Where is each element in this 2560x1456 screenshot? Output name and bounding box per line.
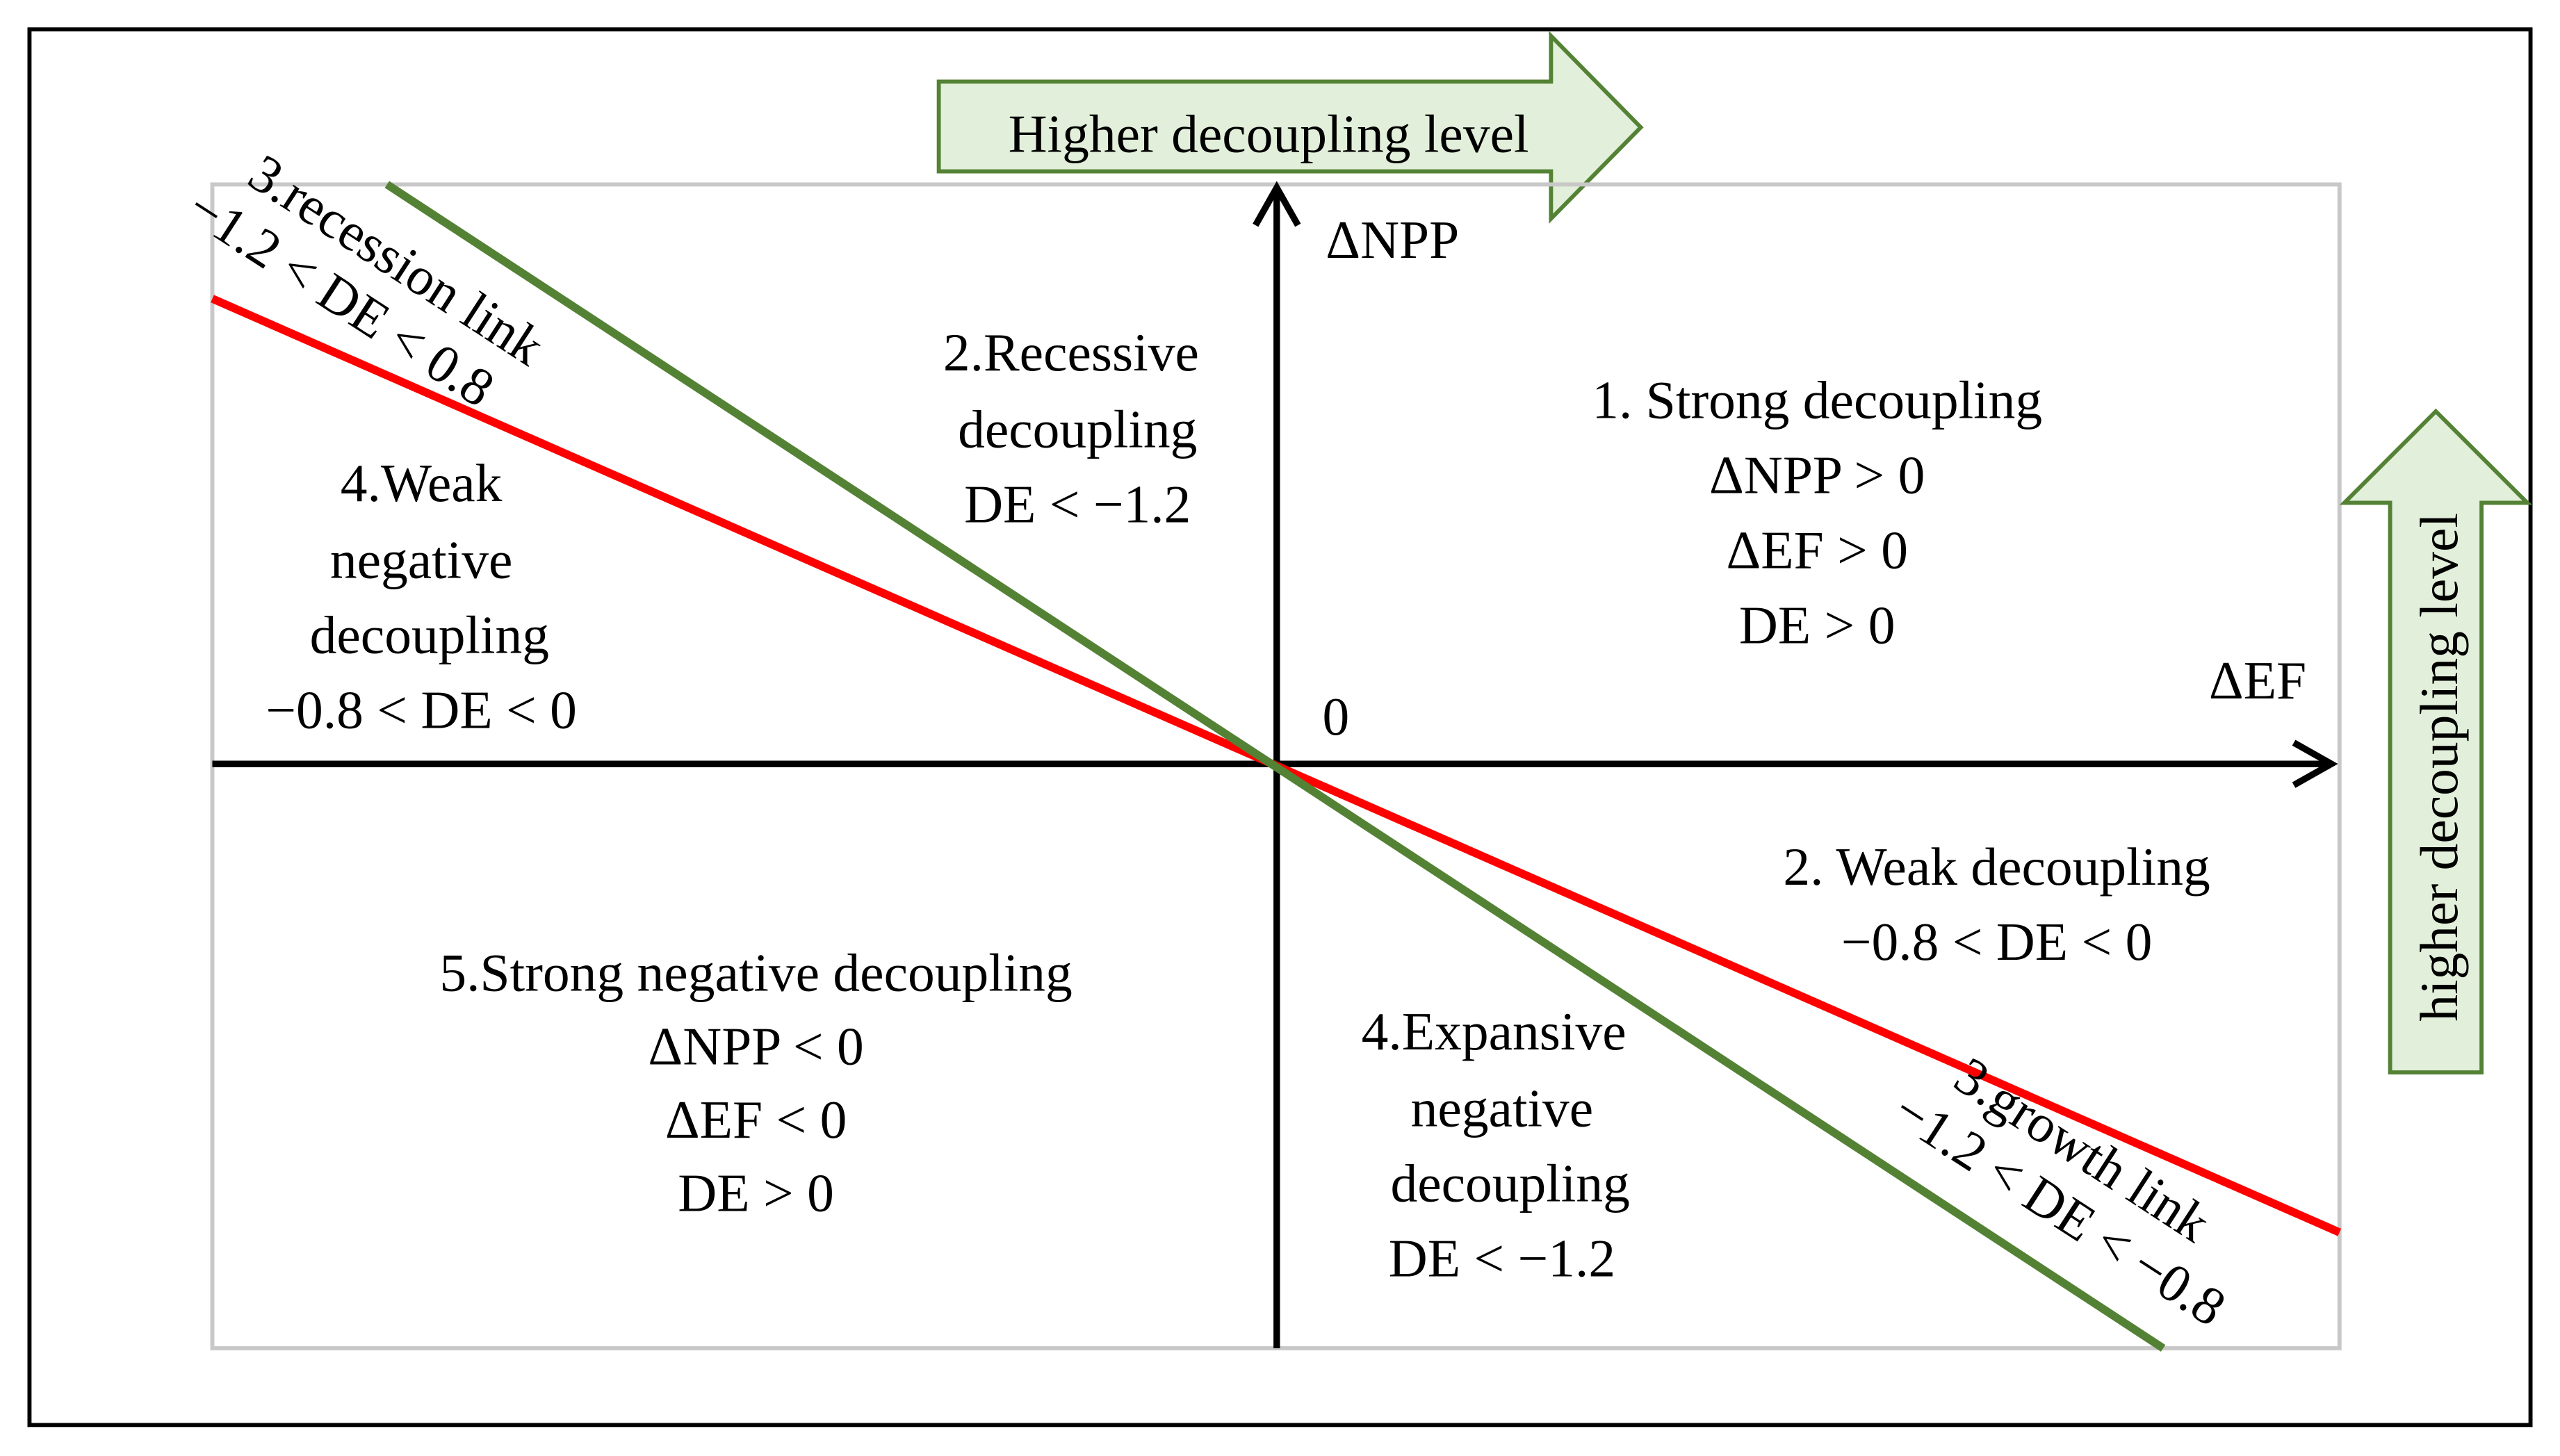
region-label-line: 5.Strong negative decoupling (439, 943, 1072, 1003)
green-boundary-line (384, 181, 2166, 1352)
region-weak-negative-decoupling: 4.Weak negative decoupling −0.8 < DE < 0 (266, 453, 577, 739)
region-label-line: ΔNPP > 0 (1709, 445, 1925, 505)
region-label-line: negative (330, 530, 513, 589)
region-label-line: decoupling (958, 400, 1197, 459)
y-axis-label: ΔNPP (1326, 210, 1459, 270)
right-arrow-label: higher decoupling level (2409, 513, 2469, 1022)
region-label-line: decoupling (310, 605, 549, 664)
x-axis-label: ΔEF (2209, 651, 2306, 710)
region-label-line: 4.Expansive (1362, 1001, 1627, 1061)
region-label-line: 1. Strong decoupling (1592, 370, 2042, 430)
right-higher-decoupling-arrow: higher decoupling level (2339, 408, 2532, 1075)
region-label-line: DE > 0 (1739, 595, 1895, 655)
region-label-line: ΔEF < 0 (665, 1090, 847, 1150)
region-label-line: negative (1411, 1079, 1594, 1138)
region-label-line: ΔNPP < 0 (648, 1016, 863, 1076)
region-strong-decoupling: 1. Strong decoupling ΔNPP > 0 ΔEF > 0 DE… (1592, 370, 2042, 655)
region-weak-decoupling: 2. Weak decoupling −0.8 < DE < 0 (1783, 837, 2210, 972)
region-label-line: 2.Recessive (943, 322, 1199, 382)
region-label-line: 2. Weak decoupling (1783, 837, 2210, 897)
region-strong-negative-decoupling: 5.Strong negative decoupling ΔNPP < 0 ΔE… (439, 943, 1072, 1223)
region-label-line: −0.8 < DE < 0 (1841, 912, 2153, 972)
region-label-line: DE > 0 (678, 1163, 834, 1223)
top-arrow-label: Higher decoupling level (1009, 104, 1529, 163)
region-expansive-negative-decoupling: 4.Expansive negative decoupling DE < −1.… (1362, 1001, 1630, 1288)
region-label-line: DE < −1.2 (1389, 1229, 1615, 1289)
region-label-line: 4.Weak (341, 453, 503, 513)
region-label-line: −0.8 < DE < 0 (266, 680, 577, 739)
region-label-line: ΔEF > 0 (1726, 520, 1907, 580)
origin-label: 0 (1323, 687, 1350, 746)
region-label-line: decoupling (1390, 1154, 1629, 1213)
region-label-line: DE < −1.2 (964, 475, 1191, 534)
region-recessive-decoupling: 2.Recessive decoupling DE < −1.2 (943, 322, 1199, 534)
top-higher-decoupling-arrow: Higher decoupling level (936, 31, 1644, 224)
